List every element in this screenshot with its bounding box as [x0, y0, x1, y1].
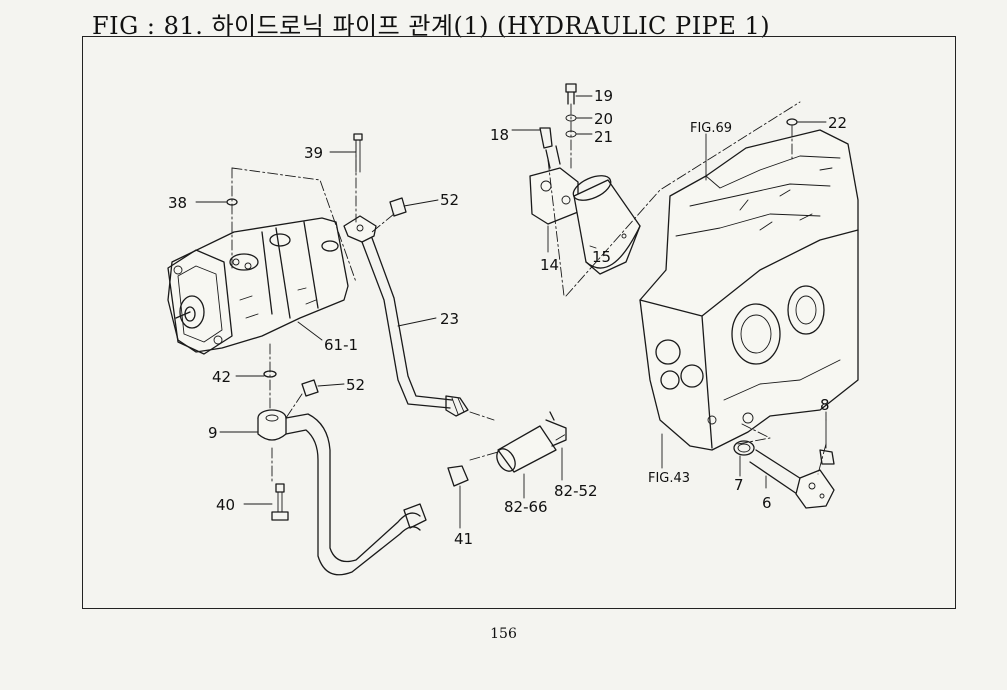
- callout-fig69: FIG.69: [690, 121, 732, 136]
- pipe-6: [733, 419, 835, 509]
- clamp-52-upper: [353, 133, 407, 217]
- callout-38: 38: [168, 194, 187, 212]
- callout-7: 7: [734, 476, 744, 494]
- callout-15: 15: [592, 248, 611, 266]
- callout-14: 14: [540, 256, 559, 274]
- bolt-19-washers: [565, 83, 577, 169]
- callout-20: 20: [594, 110, 613, 128]
- oil-filter: [529, 127, 641, 275]
- callout-fig43: FIG.43: [648, 471, 690, 486]
- page-number: 156: [490, 626, 517, 642]
- hose-82-66: [447, 411, 567, 487]
- callout-52-lower: 52: [346, 376, 365, 394]
- callout-22: 22: [828, 114, 847, 132]
- leader-lines: [195, 95, 827, 529]
- diagram-frame: [82, 36, 956, 609]
- figure-title: FIG : 81. 하이드로닉 파이프 관계(1) (HYDRAULIC PIP…: [92, 12, 771, 40]
- pipe-9: [257, 409, 427, 576]
- callout-23: 23: [440, 310, 459, 328]
- transmission-housing: [639, 129, 859, 451]
- callout-6: 6: [762, 494, 772, 512]
- callout-19: 19: [594, 87, 613, 105]
- callout-82-66: 82-66: [504, 498, 548, 516]
- callout-39: 39: [304, 144, 323, 162]
- callout-9: 9: [208, 424, 218, 442]
- callout-21: 21: [594, 128, 613, 146]
- callout-18: 18: [490, 126, 509, 144]
- clamp-52-lower: [271, 379, 319, 521]
- callout-42: 42: [212, 368, 231, 386]
- callout-82-52: 82-52: [554, 482, 598, 500]
- hydraulic-pump: [167, 217, 349, 355]
- assembly-center-lines: [231, 101, 827, 485]
- callout-40: 40: [216, 496, 235, 514]
- callout-61-1: 61-1: [324, 336, 358, 354]
- callout-8: 8: [820, 396, 830, 414]
- callout-52-upper: 52: [440, 191, 459, 209]
- o-ring-22: [786, 118, 798, 126]
- pipe-23: [343, 215, 469, 417]
- callout-41: 41: [454, 530, 473, 548]
